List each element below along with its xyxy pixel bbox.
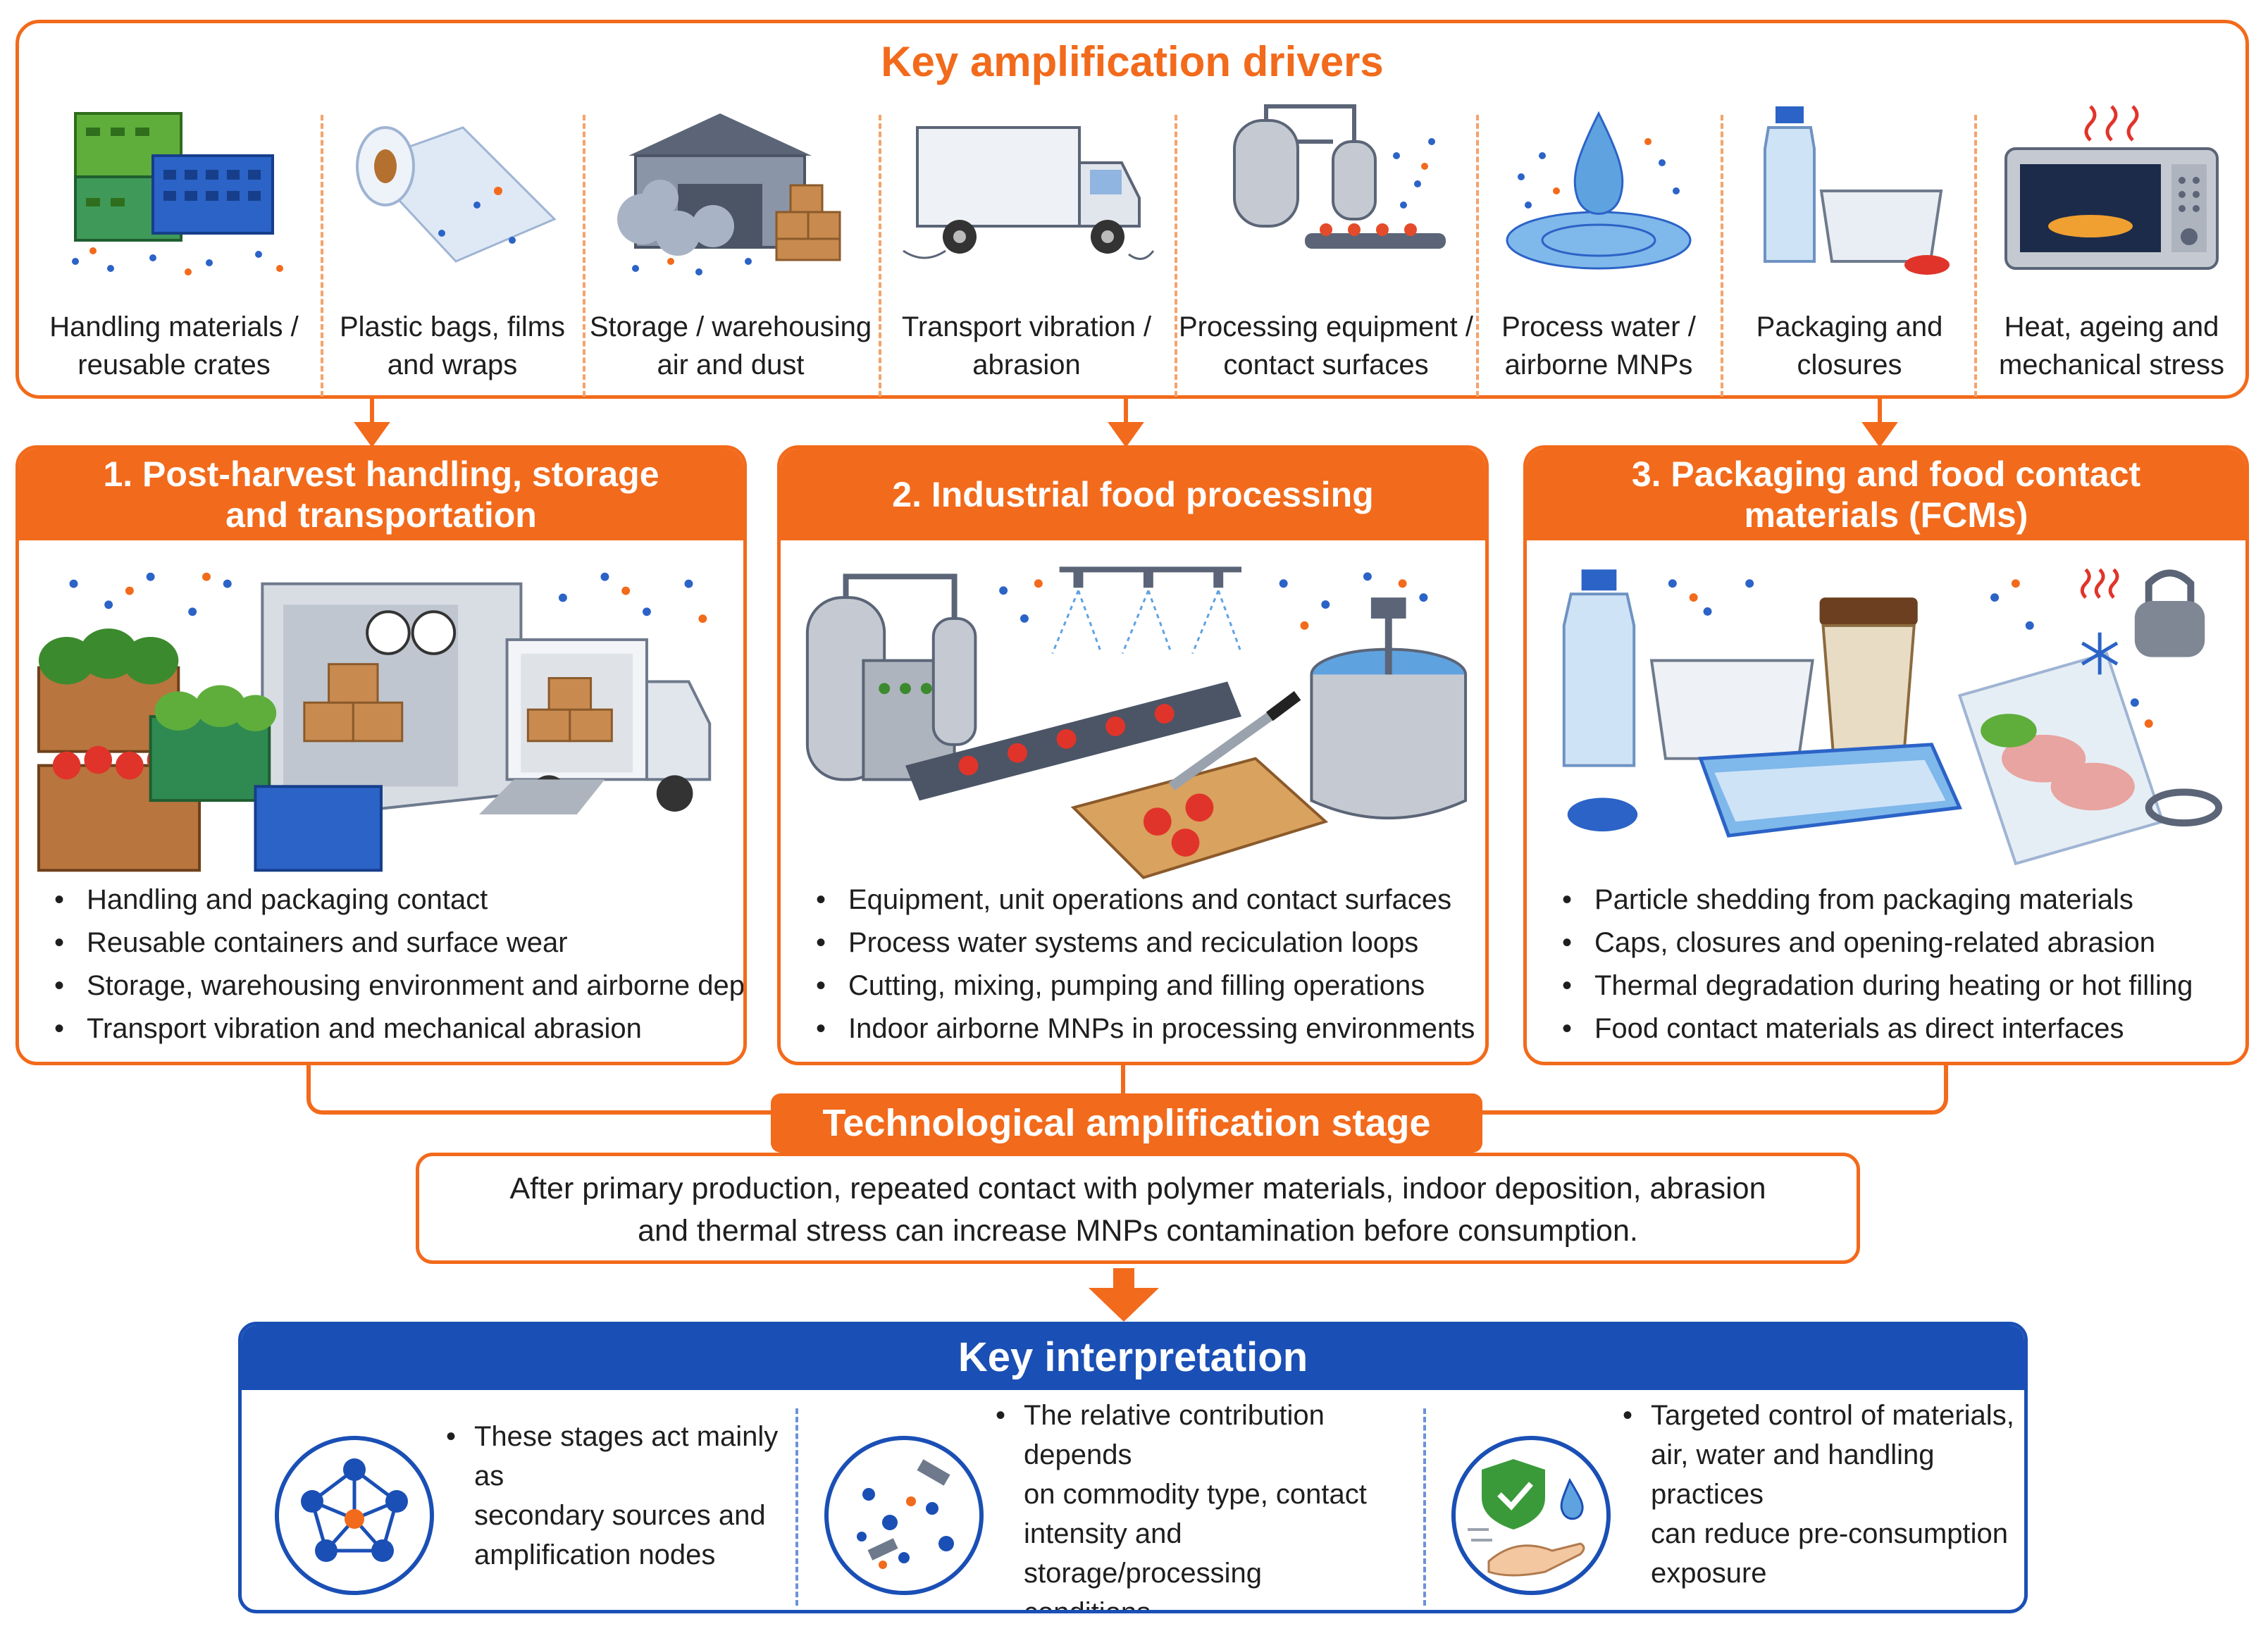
blue-container-icon [1698,743,1962,838]
interpretation-text: • These stages act mainly as secondary s… [446,1421,779,1570]
heat-waves-icon [2080,568,2119,599]
warehouse-icon [600,99,861,286]
drivers-title: Key amplification drivers [881,38,1384,85]
divider [1721,115,1723,397]
meat-pack-icon [1957,652,2165,866]
divider [1974,115,1977,397]
stage-bullets: Equipment, unit operations and contact s… [816,879,1475,1050]
bullet-item: Storage, warehousing environment and air… [54,965,743,1007]
down-arrow-icon [1089,1268,1159,1322]
bullet-item: Caps, closures and opening-related abras… [1562,922,2231,965]
spray-nozzles-icon [1051,566,1243,655]
tech-stage-description: After primary production, repeated conta… [416,1153,1860,1264]
interpretation-item: • These stages act mainly as secondary s… [242,1396,798,1607]
divider [1423,1408,1426,1606]
cap-ring-icon [2145,788,2223,827]
truck-icon [478,638,712,814]
interpretation-item: • The relative contribution depends on c… [805,1396,1425,1610]
processing-tank-icon [805,573,977,781]
crates-icon [47,99,301,286]
divider [879,115,881,397]
snowflake-icon [2081,632,2119,675]
divider [1175,115,1177,397]
post-harvest-illustration [32,554,731,1062]
driver-label: Process water /airborne MNPs [1501,311,1696,380]
bullet-item: Transport vibration and mechanical abras… [54,1007,729,1050]
bullet-item: Indoor airborne MNPs in processing envir… [816,1007,1475,1050]
cutting-board-icon [1070,690,1329,879]
key-interpretation-title: Key interpretation [242,1325,2024,1390]
clear-tray-icon [1649,659,1814,760]
produce-crates-icon [37,628,383,872]
stage-bullets: Particle shedding from packaging materia… [1562,879,2231,1050]
bullet-item: Cutting, mixing, pumping and filling ope… [816,965,1471,1007]
coffee-cup-icon [1819,597,1918,760]
divider [583,115,585,397]
interpretation-text: • The relative contribution depends on c… [996,1400,1367,1613]
shield-hand-icon [1446,1431,1616,1600]
stage-industrial-processing: 2. Industrial food processing [777,445,1489,1065]
bullet-item: Food contact materials as direct interfa… [1562,1007,2231,1050]
driver-label: Processing equipment /contact surfaces [1178,311,1473,380]
drivers-panel: Key amplification drivers Handling mater… [16,20,2249,399]
bottle-icon [1562,569,1638,832]
processing-equipment-icon [1192,99,1460,286]
truck-icon [896,99,1157,286]
bullet-item: Equipment, unit operations and contact s… [816,879,1471,922]
driver-arrows [354,399,1898,448]
bullet-item: Reusable containers and surface wear [54,922,729,965]
bullet-item: Process water systems and reciculation l… [816,922,1471,965]
stage-connector-mid [1121,1065,1125,1093]
driver-label: Transport vibration /abrasion [901,311,1152,380]
conveyor-belt-icon [905,681,1242,801]
film-roll-icon [336,99,569,286]
tech-stage-title: Technological amplification stage [771,1093,1482,1153]
water-drop-icon [1493,99,1704,286]
bullet-item: Thermal degradation during heating or ho… [1562,965,2231,1007]
packaging-illustration [1539,554,2233,1062]
stage-title: 2. Industrial food processing [781,449,1485,540]
key-interpretation-panel: Key interpretation • These stages act ma… [238,1322,2028,1613]
processing-illustration [793,554,1473,1062]
particles-icon [819,1431,989,1600]
bottle-container-icon [1737,99,1962,286]
interpretation-text: • Targeted control of materials, air, wa… [1623,1400,2014,1589]
divider [795,1408,798,1606]
bullet-item: Particle shedding from packaging materia… [1562,879,2231,922]
stage-bullets: Handling and packaging contact Reusable … [54,879,743,1050]
microwave-icon [1992,99,2231,286]
divider [321,115,323,397]
driver-crates: Handling materials /reusable crates [33,99,315,395]
network-nodes-icon [270,1431,439,1600]
driver-water: Process water /airborne MNPs [1479,99,1718,395]
driver-label: Handling materials /reusable crates [49,311,299,380]
interpretation-item: • Targeted control of materials, air, wa… [1432,1396,2024,1607]
bullet-item: Handling and packaging contact [54,879,729,922]
driver-truck: Transport vibration /abrasion [882,99,1171,395]
cold-storage-icon [261,582,523,824]
driver-processing: Processing equipment /contact surfaces [1178,99,1474,395]
mixing-tank-icon [1310,597,1468,820]
padlock-icon [2134,569,2205,657]
divider [1476,115,1479,397]
